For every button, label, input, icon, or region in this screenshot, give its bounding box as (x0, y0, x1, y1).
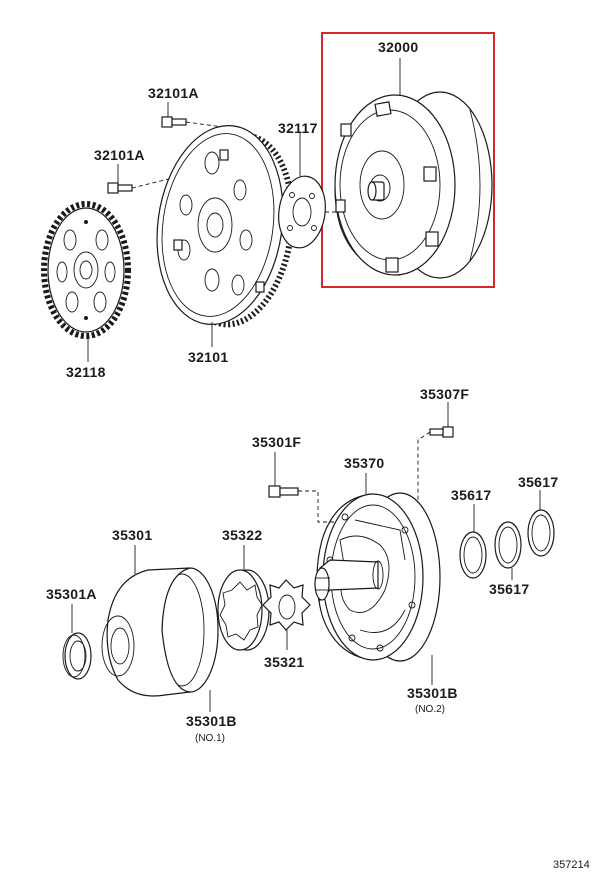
label-35617-b[interactable]: 35617 (489, 581, 529, 597)
label-35301F[interactable]: 35301F (252, 434, 301, 450)
label-32101[interactable]: 32101 (188, 349, 228, 365)
label-35322[interactable]: 35322 (222, 527, 262, 543)
dash-35307F (417, 431, 431, 500)
seal-ring-35617-a[interactable] (459, 531, 487, 579)
label-35301B-no1-sub: (NO.1) (195, 733, 225, 744)
label-35617-a[interactable]: 35617 (451, 487, 491, 503)
oil-pump-body-35370[interactable] (314, 492, 441, 662)
bolt-35307F[interactable] (429, 426, 454, 438)
label-32000[interactable]: 32000 (378, 39, 418, 55)
label-35321[interactable]: 35321 (264, 654, 304, 670)
label-35617-c[interactable]: 35617 (518, 474, 558, 490)
seal-ring-35617-b[interactable] (494, 521, 522, 569)
bolt-35301F[interactable] (268, 485, 299, 498)
label-35301B-no1[interactable]: 35301B (186, 713, 237, 729)
torque-converter-32000[interactable] (334, 91, 493, 279)
bolt-32101A-top[interactable] (161, 116, 187, 128)
label-32101A-top[interactable]: 32101A (148, 85, 199, 101)
label-35370[interactable]: 35370 (344, 455, 384, 471)
label-35301B-no2[interactable]: 35301B (407, 685, 458, 701)
label-35301A[interactable]: 35301A (46, 586, 97, 602)
drive-plate-32101[interactable] (145, 117, 304, 332)
label-32101A-mid[interactable]: 32101A (94, 147, 145, 163)
sensor-plate-32118[interactable] (41, 201, 131, 339)
driven-gear-35322[interactable] (217, 569, 270, 651)
label-32118[interactable]: 32118 (66, 364, 106, 380)
oil-seal-35301A[interactable] (62, 632, 92, 680)
label-32117[interactable]: 32117 (278, 120, 318, 136)
dash-35301F (298, 490, 348, 523)
diagram-reference-number: 357214 (553, 859, 590, 871)
drive-gear-35321[interactable] (262, 579, 311, 631)
spacer-32117[interactable] (274, 173, 330, 251)
label-35301[interactable]: 35301 (112, 527, 152, 543)
bolt-32101A-mid[interactable] (107, 182, 133, 194)
highlight-box-32000[interactable] (321, 32, 495, 288)
label-35307F[interactable]: 35307F (420, 386, 469, 402)
oil-pump-cover-35301[interactable] (101, 567, 219, 697)
label-35301B-no2-sub: (NO.2) (415, 704, 445, 715)
seal-ring-35617-c[interactable] (527, 509, 555, 557)
